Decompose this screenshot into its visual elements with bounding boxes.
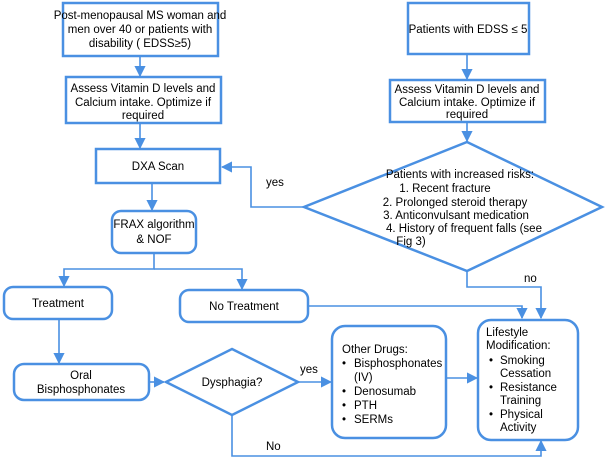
svg-text:required: required: [122, 110, 164, 122]
svg-text:No Treatment: No Treatment: [209, 301, 279, 313]
svg-text:Modification:: Modification:: [486, 340, 551, 352]
svg-text:•: •: [342, 414, 346, 426]
lifestyle-modification-box: Lifestyle Modification: • Smoking Cessat…: [476, 318, 580, 442]
svg-text:FRAX algorithm: FRAX algorithm: [113, 219, 194, 231]
assess-left-box: Assess Vitamin D levels and Calcium inta…: [64, 75, 223, 125]
svg-text:PTH: PTH: [354, 400, 377, 412]
svg-text:3. Anticonvulsant medication: 3. Anticonvulsant medication: [383, 210, 529, 222]
svg-text:Cessation: Cessation: [500, 368, 551, 380]
edge-dysphagia-no-to-lifestyle: [231, 415, 547, 457]
svg-text:& NOF: & NOF: [136, 234, 171, 246]
svg-text:SERMs: SERMs: [354, 414, 393, 426]
svg-text:Patients with EDSS ≤ 5: Patients with EDSS ≤ 5: [409, 24, 528, 36]
no-treatment-box: No Treatment: [178, 288, 310, 324]
svg-text:4. History of frequent falls: 4. History of frequent falls (see: [386, 223, 542, 235]
svg-text:Physical: Physical: [500, 409, 543, 421]
assess-right-box: Assess Vitamin D levels and Calcium inta…: [388, 78, 547, 124]
svg-text:2. Prolonged steroid therapy: 2. Prolonged steroid therapy: [383, 197, 528, 209]
svg-text:Bisphosphonates: Bisphosphonates: [37, 384, 125, 396]
svg-text:Post-menopausal MS woman and: Post-menopausal MS woman and: [54, 10, 227, 22]
svg-text:•: •: [489, 409, 493, 421]
connectors: [53, 55, 547, 457]
frax-box: FRAX algorithm & NOF: [110, 209, 198, 255]
other-drugs-box: Other Drugs: • Bisphosphonates (IV) • De…: [330, 324, 448, 440]
svg-text:(IV): (IV): [354, 372, 373, 384]
svg-text:•: •: [489, 382, 493, 394]
svg-text:Assess Vitamin D levels and: Assess Vitamin D levels and: [395, 84, 540, 96]
svg-text:•: •: [489, 355, 493, 367]
svg-text:Oral: Oral: [70, 370, 92, 382]
svg-text:1. Recent fracture: 1. Recent fracture: [399, 183, 490, 195]
svg-text:•: •: [342, 386, 346, 398]
start-right-box: Patients with EDSS ≤ 5: [406, 1, 531, 56]
svg-text:Training: Training: [500, 395, 541, 407]
svg-text:Bisphosphonates: Bisphosphonates: [354, 358, 442, 370]
svg-text:required: required: [446, 109, 488, 121]
edge-label-yes-dysphagia: yes: [300, 364, 318, 376]
risk-factors-decision: Patients with increased risks: 1. Recent…: [300, 140, 605, 273]
svg-text:men over 40 or patients with: men over 40 or patients with: [68, 24, 212, 36]
svg-text:Assess Vitamin D levels and: Assess Vitamin D levels and: [71, 83, 216, 95]
other-drugs-title: Other Drugs:: [342, 344, 408, 356]
svg-text:Activity: Activity: [500, 422, 537, 434]
svg-text:•: •: [342, 400, 346, 412]
svg-text:Calcium intake. Optimize if: Calcium intake. Optimize if: [75, 97, 212, 109]
svg-text:Calcium intake. Optimize if: Calcium intake. Optimize if: [399, 97, 536, 109]
edge-label-no-risk: no: [524, 273, 537, 285]
svg-text:•: •: [342, 358, 346, 370]
svg-text:DXA Scan: DXA Scan: [132, 161, 184, 173]
edge-label-no-dysphagia: No: [266, 441, 281, 453]
svg-text:disability ( EDSS≥5): disability ( EDSS≥5): [89, 38, 191, 50]
oral-bisphosphonates-box: Oral Bisphosphonates: [12, 362, 151, 402]
edge-risk-yes-to-dxa: [220, 161, 304, 208]
edge-no-treatment-to-lifestyle: [309, 305, 528, 320]
edge-risk-no-to-lifestyle: [466, 271, 547, 320]
svg-text:Smoking: Smoking: [500, 355, 545, 367]
treatment-box: Treatment: [2, 285, 114, 321]
start-left-box: Post-menopausal MS woman and men over 40…: [54, 1, 227, 58]
svg-text:Lifestyle: Lifestyle: [486, 327, 528, 339]
dysphagia-decision: Dysphagia?: [163, 347, 301, 417]
dxa-scan-box: DXA Scan: [94, 147, 222, 185]
edge-frax-to-treatment: [58, 254, 155, 288]
svg-text:Treatment: Treatment: [32, 298, 85, 310]
svg-text:Denosumab: Denosumab: [354, 386, 416, 398]
risk-factors-title: Patients with increased risks:: [386, 169, 534, 181]
svg-text:Resistance: Resistance: [500, 382, 557, 394]
edge-label-yes-risk: yes: [266, 177, 284, 189]
edge-frax-to-no-treatment: [154, 268, 248, 291]
svg-text:Dysphagia?: Dysphagia?: [202, 377, 263, 389]
svg-text:Fig 3): Fig 3): [396, 236, 426, 248]
